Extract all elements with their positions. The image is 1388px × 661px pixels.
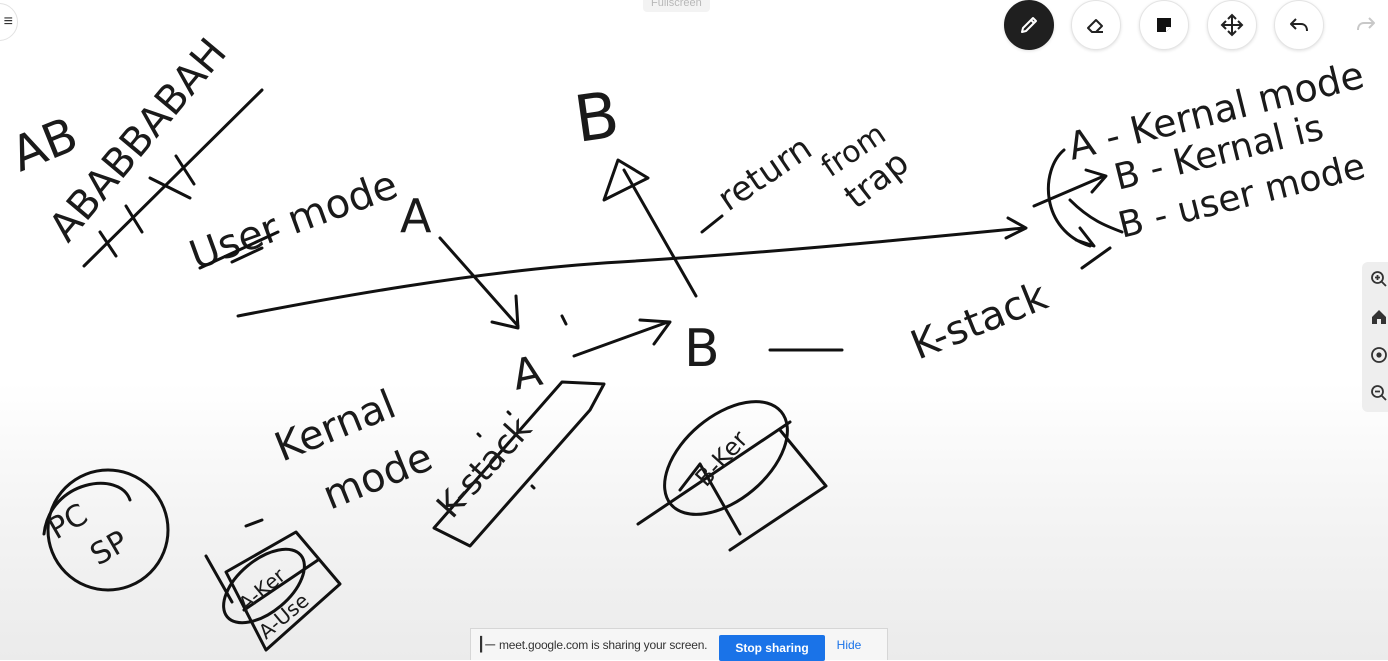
- stop-sharing-button[interactable]: Stop sharing: [719, 634, 825, 661]
- eraser-icon: [1087, 19, 1103, 33]
- aker-oval: [222, 547, 306, 625]
- home-icon: [1372, 310, 1386, 324]
- undo-button[interactable]: [1274, 0, 1324, 50]
- sticky-note-button[interactable]: [1139, 0, 1189, 50]
- text-kstack-left: K-stack: [429, 409, 540, 526]
- fullscreen-label[interactable]: Fullscreen: [643, 0, 710, 12]
- menu-icon: ≡: [3, 13, 13, 30]
- recenter-button[interactable]: [1368, 344, 1388, 366]
- pc-sp-scribble: [42, 481, 132, 536]
- text-return: return: [711, 128, 820, 219]
- share-message: meet.google.com is sharing your screen.: [499, 637, 708, 652]
- zoom-controls: [1362, 262, 1388, 412]
- text-kstack-right: K-stack: [905, 273, 1055, 369]
- text-b-top: B: [570, 78, 624, 157]
- aker-stack: [204, 518, 342, 652]
- bker-stack: [636, 420, 828, 552]
- eraser-tool-button[interactable]: [1071, 0, 1121, 50]
- move-icon: [1220, 13, 1244, 37]
- screen-share-bar: ┃─ meet.google.com is sharing your scree…: [470, 628, 888, 661]
- zoom-in-button[interactable]: [1368, 268, 1388, 290]
- text-a-mid: A: [508, 346, 547, 400]
- hide-button[interactable]: Hide: [836, 637, 862, 652]
- kstack-box: [432, 380, 606, 548]
- pen-tool-button[interactable]: [1004, 0, 1054, 50]
- redo-button[interactable]: [1342, 0, 1388, 48]
- pencil-icon: [1021, 17, 1037, 33]
- text-a-top: A: [400, 189, 432, 243]
- arrow-a-down: [438, 236, 520, 330]
- recenter-icon: [1371, 347, 1387, 363]
- text-b-mid: B: [684, 319, 720, 379]
- long-arrow: [236, 216, 1028, 318]
- home-button[interactable]: [1368, 306, 1388, 328]
- arrow-b-up: [602, 158, 698, 298]
- text-b-ker: B-Ker: [690, 425, 754, 492]
- arrow-a-to-b: [572, 318, 672, 358]
- zoom-out-button[interactable]: [1368, 382, 1388, 404]
- text-sp: SP: [85, 524, 135, 573]
- note-arrows: [1032, 148, 1124, 270]
- dots: [476, 410, 536, 490]
- zoom-out-icon: [1371, 385, 1387, 401]
- bker-oval: [663, 400, 789, 516]
- dash-return: [700, 214, 724, 234]
- pc-sp-circle: [46, 468, 170, 592]
- text-ab: AB: [4, 107, 86, 184]
- zoom-in-icon: [1371, 271, 1387, 287]
- user-underline: [198, 230, 280, 270]
- tick-mark: [560, 314, 568, 326]
- drag-handle-icon[interactable]: ┃─: [476, 636, 496, 652]
- undo-icon: [1290, 18, 1308, 32]
- sequence-strike: [82, 88, 264, 268]
- move-tool-button[interactable]: [1207, 0, 1257, 50]
- redo-icon: [1357, 17, 1375, 31]
- sticky-note-icon: [1157, 18, 1171, 32]
